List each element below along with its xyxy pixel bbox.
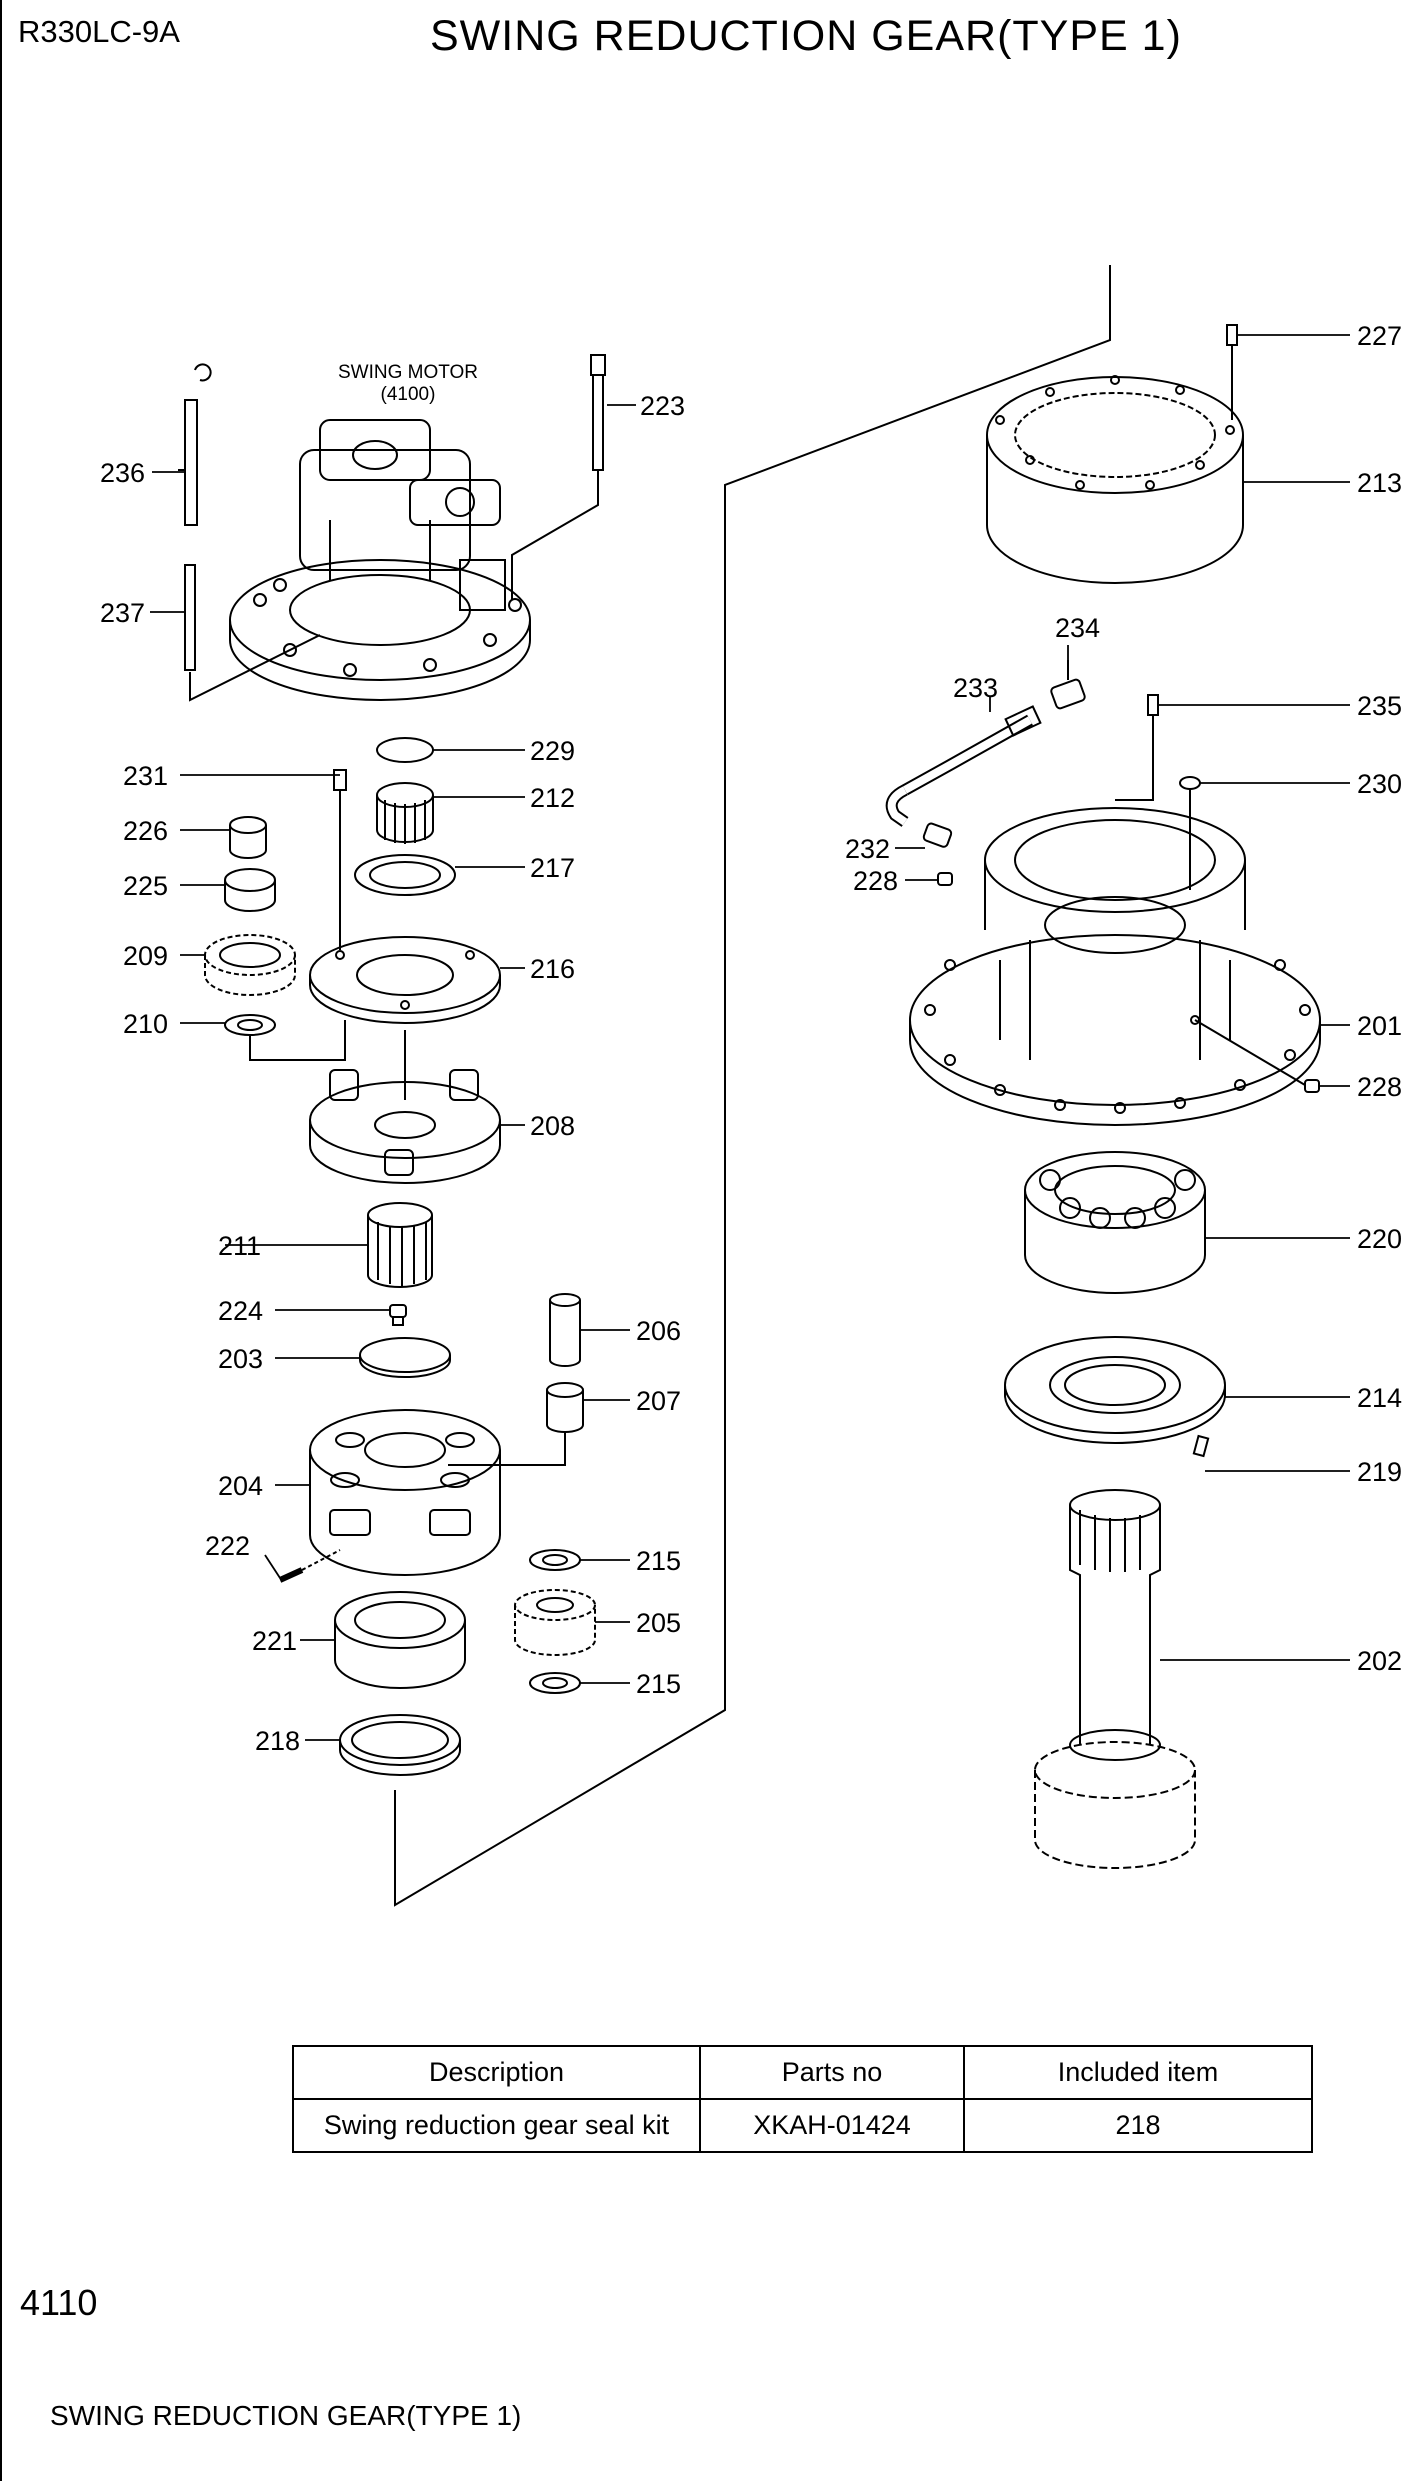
exploded-parts-diagram: SWING MOTOR (4100)	[100, 265, 1402, 1907]
callout-229: 229	[530, 736, 575, 766]
part-221-drawing	[334, 1591, 466, 1689]
part-214-drawing	[1004, 1336, 1226, 1444]
callout-235: 235	[1357, 691, 1402, 721]
part-211-drawing	[367, 1202, 433, 1288]
callout-220: 220	[1357, 1224, 1402, 1254]
callout-222: 222	[205, 1531, 250, 1561]
swing-motor-drawing: SWING MOTOR (4100)	[229, 362, 531, 701]
part-229-drawing	[376, 737, 434, 763]
part-215a-drawing	[529, 1549, 581, 1571]
callout-234: 234	[1055, 613, 1100, 643]
part-236-drawing	[178, 363, 212, 526]
callout-227: 227	[1357, 321, 1402, 351]
callout-232: 232	[845, 834, 890, 864]
part-209-drawing	[204, 934, 296, 996]
part-228a-drawing	[937, 872, 953, 886]
callout-210: 210	[123, 1009, 168, 1039]
part-224-drawing	[389, 1304, 407, 1326]
callout-231: 231	[123, 761, 168, 791]
callout-215b: 215	[636, 1669, 681, 1699]
callout-226: 226	[123, 816, 168, 846]
part-216-drawing	[309, 936, 501, 1024]
table-header-row: Description Parts no Included item	[292, 2045, 1313, 2100]
part-203-drawing	[359, 1337, 451, 1378]
part-227-drawing	[1226, 324, 1238, 420]
callout-228a: 228	[853, 866, 898, 896]
callout-215a: 215	[636, 1546, 681, 1576]
callout-206: 206	[636, 1316, 681, 1346]
part-235-drawing	[1115, 694, 1159, 801]
part-212-drawing	[376, 782, 434, 844]
callout-228b: 228	[1357, 1072, 1402, 1102]
footer-title: SWING REDUCTION GEAR(TYPE 1)	[50, 2400, 522, 2431]
callout-212: 212	[530, 783, 575, 813]
part-232-drawing	[922, 822, 953, 848]
part-233-drawing	[885, 705, 1042, 827]
part-201-drawing	[909, 807, 1321, 1126]
callout-237: 237	[100, 598, 145, 628]
callout-213: 213	[1357, 468, 1402, 498]
part-204-drawing	[309, 1409, 501, 1576]
callout-236: 236	[100, 458, 145, 488]
seal-kit-table: Description Parts no Included item Swing…	[292, 2045, 1313, 2153]
cell-included-item: 218	[963, 2098, 1313, 2153]
part-218-drawing	[339, 1714, 461, 1776]
part-219-drawing	[1192, 1434, 1210, 1458]
header-included-item: Included item	[963, 2045, 1313, 2100]
callout-230: 230	[1357, 769, 1402, 799]
callout-225: 225	[123, 871, 168, 901]
part-222-drawing	[278, 1549, 341, 1583]
part-207-drawing	[448, 1382, 584, 1466]
part-210-drawing	[224, 1014, 346, 1061]
motor-label-line2: (4100)	[381, 384, 436, 405]
callout-203: 203	[218, 1344, 263, 1374]
part-223-drawing	[511, 354, 606, 600]
part-202-drawing	[1034, 1489, 1196, 1869]
callout-214: 214	[1357, 1383, 1402, 1413]
part-208-drawing	[309, 1030, 501, 1184]
motor-label-line1: SWING MOTOR	[338, 362, 478, 383]
leader-lines	[150, 334, 1350, 1741]
callout-207: 207	[636, 1386, 681, 1416]
callout-204: 204	[218, 1471, 263, 1501]
callout-223: 223	[640, 391, 685, 421]
part-234-drawing	[1050, 660, 1086, 710]
callout-202: 202	[1357, 1646, 1402, 1676]
part-231-drawing	[333, 769, 347, 950]
callout-216: 216	[530, 954, 575, 984]
callout-219: 219	[1357, 1457, 1402, 1487]
callout-217: 217	[530, 853, 575, 883]
callout-labels: 223 236 237 229 231 212 226 217 225 209 …	[100, 321, 1402, 1756]
part-205-drawing	[514, 1589, 596, 1656]
part-228b-drawing	[1304, 1079, 1320, 1093]
cell-description: Swing reduction gear seal kit	[292, 2098, 701, 2153]
callout-208: 208	[530, 1111, 575, 1141]
part-225-drawing	[224, 868, 276, 912]
part-226-drawing	[229, 816, 267, 859]
header-description: Description	[292, 2045, 701, 2100]
callout-218: 218	[255, 1726, 300, 1756]
page-left-border	[0, 0, 2, 2370]
page-left-border-lower	[0, 2355, 2, 2481]
part-220-drawing	[1024, 1151, 1206, 1294]
part-215b-drawing	[529, 1672, 581, 1694]
header-parts-no: Parts no	[699, 2045, 965, 2100]
table-row: Swing reduction gear seal kit XKAH-01424…	[292, 2098, 1313, 2153]
callout-233: 233	[953, 673, 998, 703]
section-divider-line	[394, 265, 1111, 1907]
model-label: R330LC-9A	[18, 14, 180, 49]
part-237-drawing	[184, 564, 321, 702]
callout-201: 201	[1357, 1011, 1402, 1041]
callout-211: 211	[218, 1231, 261, 1261]
page-title: SWING REDUCTION GEAR(TYPE 1)	[430, 12, 1182, 60]
cell-parts-no: XKAH-01424	[699, 2098, 965, 2153]
part-206-drawing	[549, 1293, 581, 1367]
callout-209: 209	[123, 941, 168, 971]
page-number: 4110	[20, 2282, 98, 2323]
callout-205: 205	[636, 1608, 681, 1638]
callout-224: 224	[218, 1296, 263, 1326]
part-213-drawing	[986, 375, 1244, 584]
part-217-drawing	[354, 854, 456, 896]
callout-221: 221	[252, 1626, 297, 1656]
